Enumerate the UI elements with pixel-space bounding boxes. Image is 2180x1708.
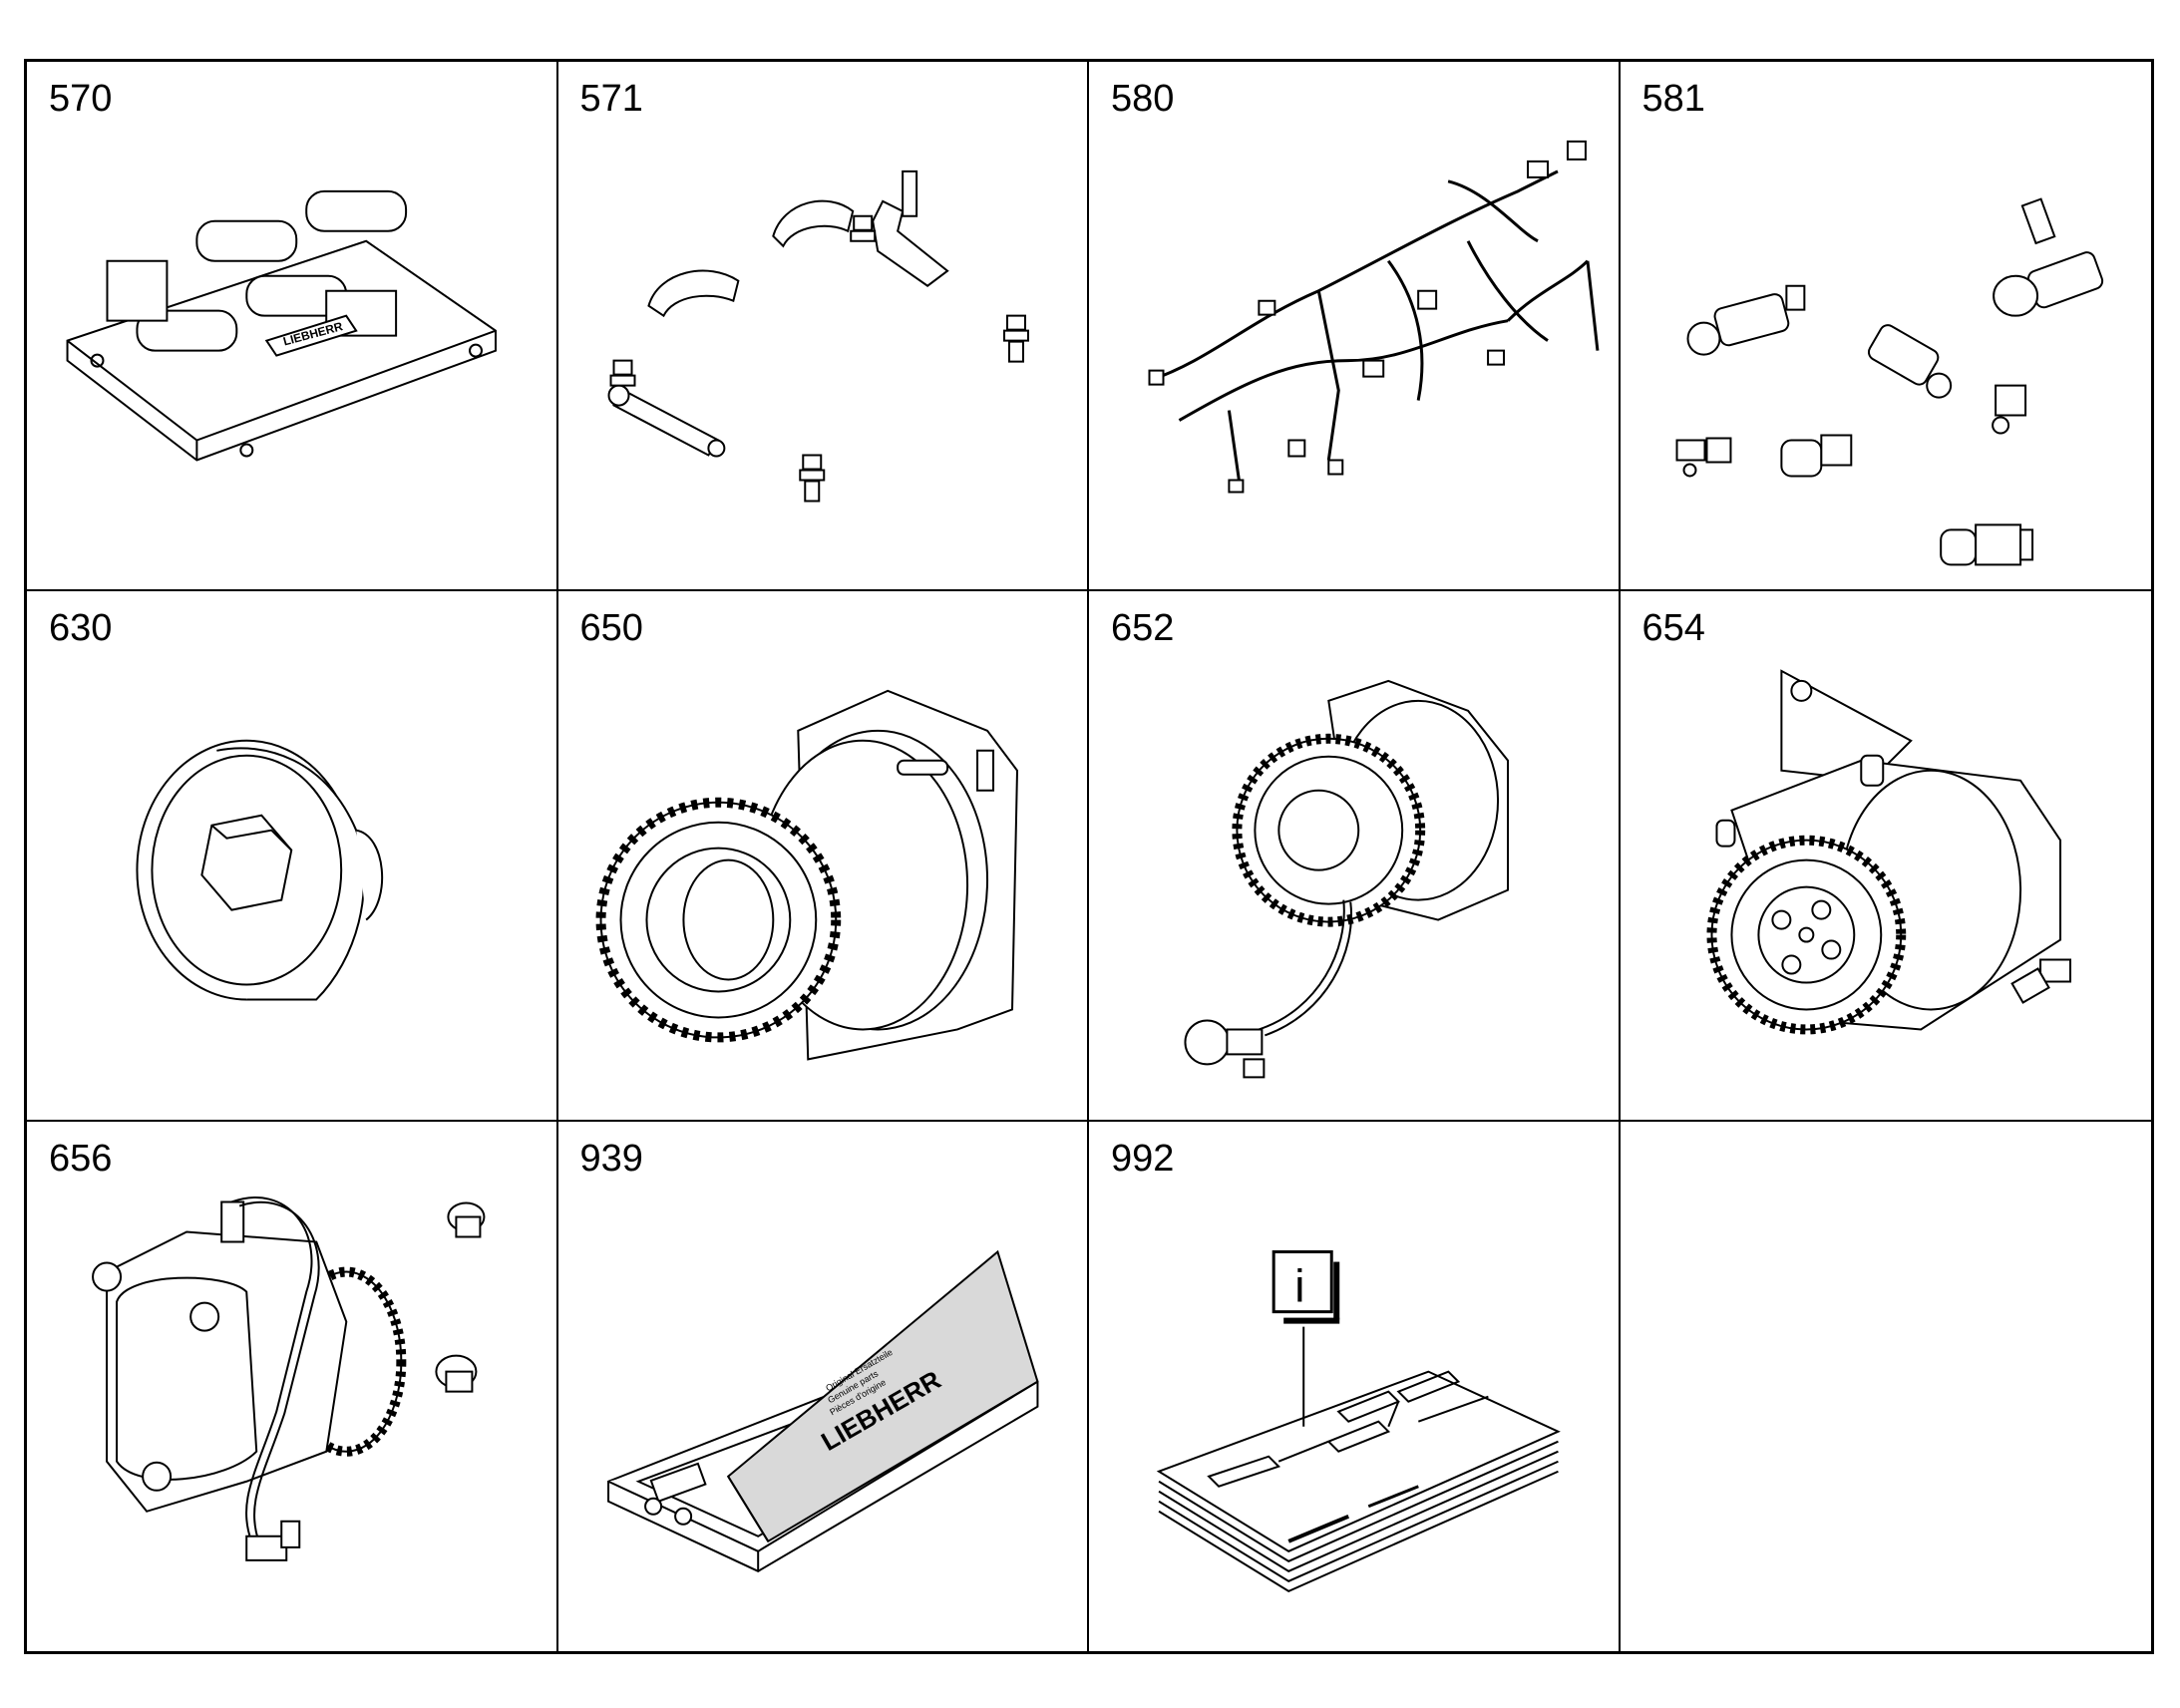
part-cell-630[interactable]: 630: [27, 591, 558, 1122]
part-cell-581[interactable]: 581: [1620, 62, 2152, 592]
part-number: 581: [1641, 78, 1705, 120]
part-cell-571[interactable]: 571: [557, 62, 1089, 592]
part-cell-570[interactable]: 570 LIEBHERR: [27, 62, 558, 592]
info-symbol: i: [1294, 1259, 1304, 1311]
wiring-harness-icon: [1089, 62, 1619, 589]
part-cell-992[interactable]: 992 i: [1089, 1121, 1621, 1651]
part-number: 630: [49, 607, 113, 650]
gear-pump-sensor-icon: [1089, 591, 1619, 1119]
part-number: 652: [1111, 607, 1175, 650]
spare-parts-box-icon: LIEBHERR Original Ersatzteile Genuine pa…: [558, 1122, 1088, 1651]
part-cell-939[interactable]: 939 LIEBHERR Original Ersatzteile Genuin…: [558, 1121, 1089, 1651]
pump-with-line-icon: [27, 1122, 556, 1651]
part-cell-580[interactable]: 580: [1089, 62, 1621, 592]
hex-plug-icon: [27, 591, 556, 1119]
valve-block-icon: LIEBHERR: [27, 62, 556, 589]
part-number: 654: [1641, 607, 1705, 650]
part-cell-652[interactable]: 652: [1089, 591, 1621, 1122]
part-number: 939: [579, 1137, 643, 1180]
part-number: 992: [1111, 1137, 1175, 1180]
part-number: 571: [579, 78, 643, 120]
part-number: 570: [49, 78, 113, 120]
part-number: 650: [579, 607, 643, 650]
part-number: 580: [1111, 78, 1175, 120]
brackets-clamps-icon: [558, 62, 1088, 589]
part-cell-656[interactable]: 656: [27, 1121, 558, 1651]
gear-pump-bracket-icon: [1621, 591, 2152, 1119]
sensors-icon: [1621, 62, 2152, 589]
part-number: 656: [49, 1137, 113, 1180]
parts-grid: 570 LIEBHERR 571: [24, 59, 2154, 1654]
gear-drive-icon: [558, 591, 1088, 1119]
part-cell-654[interactable]: 654: [1620, 591, 2152, 1122]
part-cell-empty: [1621, 1122, 2152, 1651]
part-cell-650[interactable]: 650: [557, 591, 1089, 1122]
documentation-icon: i: [1089, 1122, 1619, 1651]
